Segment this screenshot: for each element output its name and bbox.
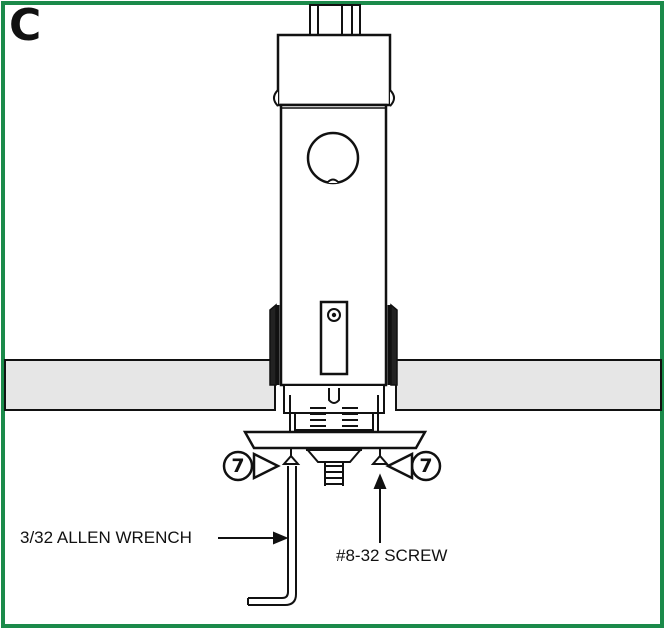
step-7-left-icon: [222, 450, 281, 482]
threaded-studs: [289, 395, 379, 432]
step-7-right-icon: [385, 450, 442, 482]
countertop-right: [395, 359, 662, 411]
handle-port: [306, 131, 360, 185]
panel-label: C: [9, 0, 42, 51]
screw-label: #8-32 SCREW: [336, 546, 448, 565]
right-screw: [370, 448, 390, 465]
mounting-plate: [242, 430, 428, 450]
lower-base: [283, 384, 385, 431]
countertop-left: [4, 359, 276, 411]
left-screw: [281, 448, 301, 465]
allen-wrench-icon: [247, 466, 297, 606]
center-nut: [303, 447, 365, 486]
step-number-left: 7: [231, 455, 245, 477]
screw-leader-arrow: [373, 473, 387, 543]
set-screw-slot: [319, 300, 349, 376]
top-connector: [309, 4, 361, 36]
allen-wrench-label: 3/32 ALLEN WRENCH: [20, 528, 192, 547]
step-number-right: 7: [419, 455, 433, 477]
wrench-leader-arrow: [218, 531, 289, 545]
